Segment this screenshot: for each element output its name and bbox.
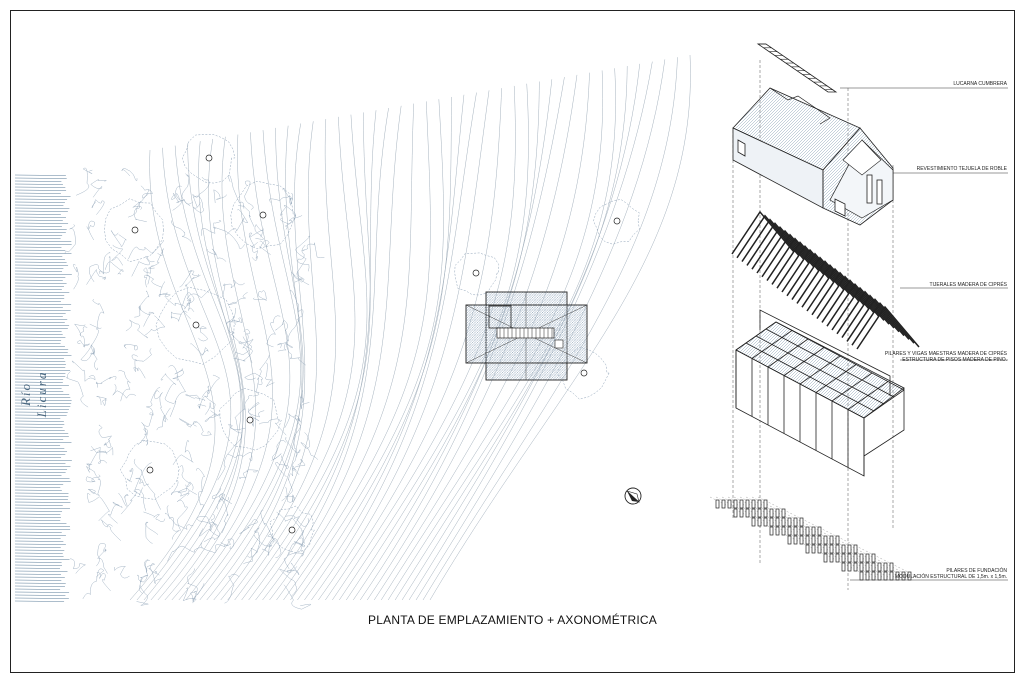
tree-icon	[454, 252, 500, 296]
timber-frame-component	[735, 309, 905, 477]
tree-icon	[219, 388, 282, 451]
roof-volume-component	[732, 87, 894, 226]
north-arrow-icon	[624, 487, 642, 505]
tree-icon	[181, 134, 236, 184]
callout-cypress-rafters: TIJERALES MADERA DE CIPRÉS	[929, 282, 1007, 288]
sheet-frame	[10, 10, 1015, 673]
sheet-title: PLANTA DE EMPLAZAMIENTO + AXONOMÉTRICA	[368, 613, 657, 627]
tree-symbols	[104, 134, 640, 553]
house-plan	[465, 291, 588, 381]
callout-pillars-beams: PILARES Y VIGAS MAESTRAS MADERA DE CIPRÉ…	[885, 351, 1007, 363]
foundation-grid-component	[709, 496, 921, 581]
river-licura	[14, 174, 72, 602]
callout-shingle-cladding: REVESTIMIENTO TEJUELA DE ROBLE	[916, 166, 1007, 172]
tree-icon	[230, 180, 297, 250]
tree-icon	[119, 440, 180, 500]
ridge-skylight-component	[756, 43, 838, 93]
callout-foundation: PILARES DE FUNDACIÓN MODULACIÓN ESTRUCTU…	[895, 568, 1007, 580]
tree-icon	[104, 198, 164, 262]
rafters-component	[731, 210, 920, 350]
tree-icon	[269, 505, 315, 553]
callout-foundation-line-2: MODULACIÓN ESTRUCTURAL DE 1,5m. x 1,5m.	[894, 574, 1007, 580]
callout-foundation-line-1: PILARES DE FUNDACIÓN	[946, 568, 1007, 574]
river-label: Río Licura	[18, 370, 49, 418]
axonometric-exploded-view	[709, 43, 1008, 590]
callout-pillars-beams-line-2: ESTRUCTURA DE PISOS MADERA DE PINO.	[902, 357, 1007, 363]
callout-ridge-skylight: LUCARNA CUMBRERA	[953, 81, 1007, 87]
tree-icon	[593, 199, 640, 245]
tree-icon	[155, 287, 236, 365]
callout-pillars-beams-line-1: PILARES Y VIGAS MAESTRAS MADERA DE CIPRÉ…	[884, 351, 1007, 357]
vegetation-area	[64, 167, 325, 610]
